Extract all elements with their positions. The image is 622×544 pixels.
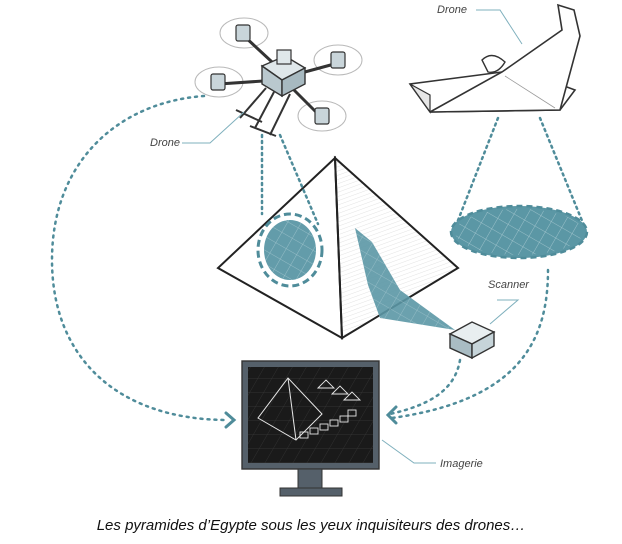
label-scanner: Scanner <box>488 279 530 291</box>
label-drone-wing: Drone <box>437 4 467 16</box>
figure-caption: Les pyramides d’Egypte sous les yeux inq… <box>96 517 526 534</box>
scanner-device-icon <box>448 321 496 360</box>
wing-drone-scan-lines <box>453 116 587 230</box>
arrow-icon <box>224 405 398 429</box>
quad-drone-scan-lines <box>260 133 320 226</box>
quadcopter-drone-icon <box>194 17 363 137</box>
fixed-wing-drone-icon <box>408 3 581 114</box>
data-flow-paths <box>50 94 550 422</box>
scanner-beam <box>355 228 455 330</box>
monitor-icon <box>241 360 380 497</box>
label-imagery: Imagerie <box>440 458 483 470</box>
pyramid-scan-area-left <box>256 212 324 288</box>
label-drone-quad: Drone <box>150 137 180 149</box>
leader-lines <box>182 9 523 464</box>
wing-drone-scan-area <box>449 204 589 260</box>
